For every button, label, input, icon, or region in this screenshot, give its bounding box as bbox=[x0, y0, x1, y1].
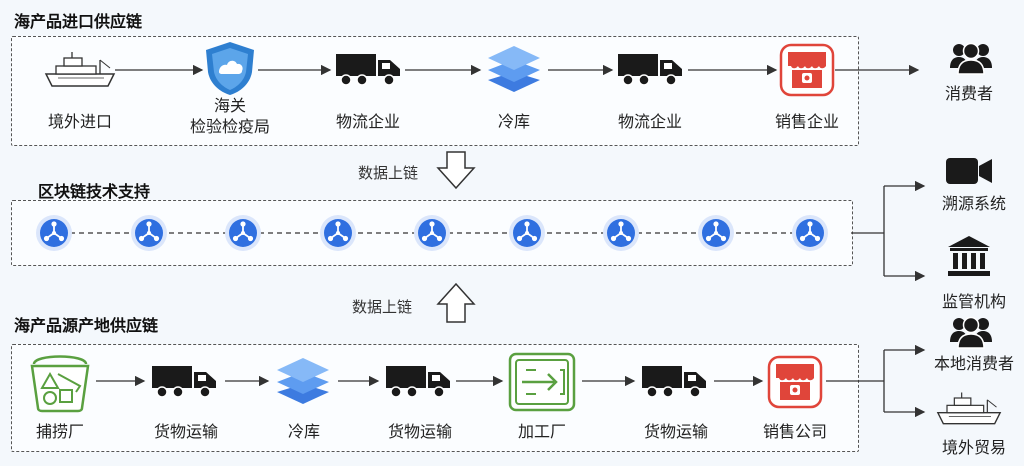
consumers-icon bbox=[950, 40, 992, 78]
origin-chain-title: 海产品源产地供应链 bbox=[14, 316, 159, 335]
import-chain-box bbox=[11, 36, 859, 146]
blockchain-node-icon bbox=[130, 214, 168, 256]
node-label-import: 境外进口 bbox=[47, 112, 113, 131]
layers-icon bbox=[275, 354, 331, 410]
node-label-transport-3: 货物运输 bbox=[643, 422, 709, 441]
import-chain-title: 海产品进口供应链 bbox=[14, 12, 143, 31]
output-label-foreign-trade: 境外贸易 bbox=[941, 438, 1007, 457]
node-label-cold-storage-2: 冷库 bbox=[287, 422, 321, 441]
node-label-sales-company: 销售企业 bbox=[774, 112, 840, 131]
output-label-local-consumers: 本地消费者 bbox=[933, 354, 1015, 373]
node-label-logistics-1: 物流企业 bbox=[335, 112, 401, 131]
output-label-traceability: 溯源系统 bbox=[941, 194, 1007, 213]
node-label-transport-1: 货物运输 bbox=[153, 422, 219, 441]
blockchain-title: 区块链技术支持 bbox=[38, 182, 151, 201]
blockchain-node-icon bbox=[602, 214, 640, 256]
bank-icon bbox=[948, 236, 990, 280]
blockchain-node-icon bbox=[791, 214, 829, 256]
layers-icon bbox=[486, 42, 542, 98]
truck-icon bbox=[642, 364, 708, 402]
node-label-transport-2: 货物运输 bbox=[387, 422, 453, 441]
truck-icon bbox=[618, 52, 684, 90]
blockchain-node-icon bbox=[224, 214, 262, 256]
data-upload-label-top: 数据上链 bbox=[358, 164, 419, 182]
output-label-consumers: 消费者 bbox=[944, 84, 994, 103]
blockchain-node-icon bbox=[697, 214, 735, 256]
video-camera-icon bbox=[946, 156, 992, 190]
node-label-logistics-2: 物流企业 bbox=[617, 112, 683, 131]
customs-shield-icon bbox=[204, 40, 256, 100]
blockchain-node-icon bbox=[413, 214, 451, 256]
node-label-customs: 海关 bbox=[213, 96, 247, 115]
truck-icon bbox=[152, 364, 218, 402]
ship-icon bbox=[44, 52, 116, 92]
store-icon bbox=[779, 43, 835, 100]
processing-icon bbox=[508, 352, 576, 416]
up-arrow bbox=[436, 282, 476, 323]
node-label-processing-plant: 加工厂 bbox=[517, 422, 567, 441]
data-upload-label-bottom: 数据上链 bbox=[352, 298, 413, 316]
ship-icon bbox=[936, 392, 1002, 430]
blockchain-node-icon bbox=[319, 214, 357, 256]
down-arrow bbox=[436, 151, 476, 190]
truck-icon bbox=[336, 52, 402, 90]
output-label-regulator: 监管机构 bbox=[941, 292, 1007, 311]
node-label-customs-2: 检验检疫局 bbox=[189, 117, 271, 136]
origin-chain-box bbox=[11, 344, 859, 452]
consumers-icon bbox=[950, 314, 992, 352]
node-label-fishery: 捕捞厂 bbox=[35, 422, 85, 441]
blockchain-node-icon bbox=[508, 214, 546, 256]
node-label-sales-company-2: 销售公司 bbox=[762, 422, 828, 441]
store-icon bbox=[767, 355, 823, 412]
truck-icon bbox=[386, 364, 452, 402]
basket-icon bbox=[28, 350, 92, 416]
blockchain-node-icon bbox=[35, 214, 73, 256]
node-label-cold-storage-1: 冷库 bbox=[497, 112, 531, 131]
